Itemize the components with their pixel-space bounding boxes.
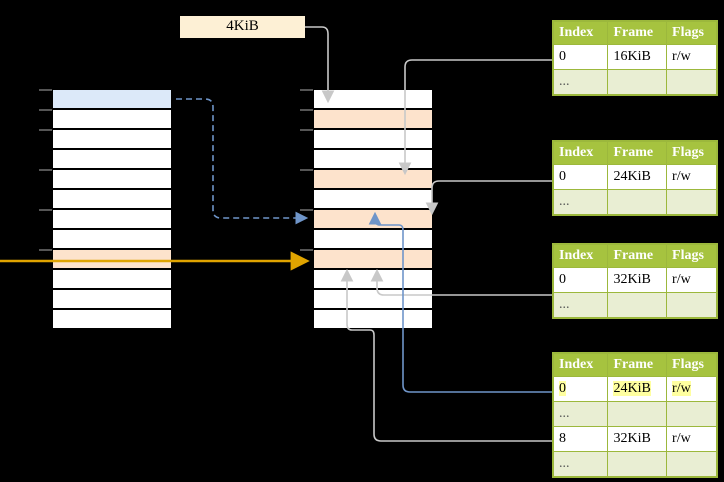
table-row[interactable]: ... xyxy=(552,189,717,215)
cell-flags xyxy=(666,292,717,318)
column-header-index: Index xyxy=(552,21,609,45)
cell-frame xyxy=(607,451,668,477)
grid-cell[interactable] xyxy=(313,189,433,209)
cell-flags xyxy=(666,189,717,215)
cell-index: ... xyxy=(552,69,609,95)
grid-cell[interactable] xyxy=(313,89,433,109)
grid-cell[interactable] xyxy=(313,169,433,189)
cell-flags xyxy=(666,69,717,95)
grid-cell[interactable] xyxy=(52,109,172,129)
cell-frame xyxy=(607,69,668,95)
column-header-index: Index xyxy=(552,141,609,165)
cell-index: 0 xyxy=(552,267,609,293)
cell-frame xyxy=(607,189,668,215)
grid-cell[interactable] xyxy=(313,289,433,309)
cell-index: ... xyxy=(552,292,609,318)
grid-cell[interactable] xyxy=(52,269,172,289)
cell-index: 8 xyxy=(552,426,609,452)
grid-cell[interactable] xyxy=(313,309,433,329)
column-header-frame: Frame xyxy=(607,244,668,268)
grid-cell[interactable] xyxy=(52,129,172,149)
table-row[interactable]: ... xyxy=(552,69,717,95)
grid-cell[interactable] xyxy=(52,169,172,189)
grid-tick xyxy=(39,249,52,251)
cell-flags: r/w xyxy=(666,164,717,190)
cell-frame: 24KiB xyxy=(607,164,668,190)
table-row[interactable]: ... xyxy=(552,292,717,318)
grid-cell[interactable] xyxy=(313,249,433,269)
grid-cell[interactable] xyxy=(52,89,172,109)
grid-tick xyxy=(300,209,313,211)
grid-tick xyxy=(300,89,313,91)
cell-index: ... xyxy=(552,451,609,477)
cell-index: ... xyxy=(552,401,609,427)
cell-frame: 32KiB xyxy=(607,426,668,452)
column-header-flags: Flags xyxy=(666,141,717,165)
column-header-frame: Frame xyxy=(607,353,668,377)
cell-flags: r/w xyxy=(666,426,717,452)
cell-frame: 32KiB xyxy=(607,267,668,293)
cell-index: 0 xyxy=(552,44,609,70)
grid-tick xyxy=(300,169,313,171)
grid-tick xyxy=(300,129,313,131)
cell-frame xyxy=(607,401,668,427)
grid-tick xyxy=(39,169,52,171)
grid-tick xyxy=(39,89,52,91)
column-header-flags: Flags xyxy=(666,244,717,268)
cell-flags xyxy=(666,401,717,427)
cell-frame: 16KiB xyxy=(607,44,668,70)
grid-cell[interactable] xyxy=(52,229,172,249)
grid-cell[interactable] xyxy=(313,229,433,249)
grid-cell[interactable] xyxy=(52,189,172,209)
grid-tick xyxy=(39,209,52,211)
cell-flags xyxy=(666,451,717,477)
grid-tick xyxy=(39,129,52,131)
column-header-frame: Frame xyxy=(607,141,668,165)
grid-cell[interactable] xyxy=(313,109,433,129)
cell-index: ... xyxy=(552,189,609,215)
grid-tick xyxy=(39,109,52,111)
cell-flags: r/w xyxy=(666,44,717,70)
cell-frame xyxy=(607,292,668,318)
column-header-index: Index xyxy=(552,244,609,268)
column-header-flags: Flags xyxy=(666,353,717,377)
grid-cell[interactable] xyxy=(52,309,172,329)
grid-cell[interactable] xyxy=(313,149,433,169)
column-header-flags: Flags xyxy=(666,21,717,45)
column-header-frame: Frame xyxy=(607,21,668,45)
page-directory-grid xyxy=(39,89,172,329)
column-header-index: Index xyxy=(552,353,609,377)
cell-flags: r/w xyxy=(666,267,717,293)
grid-cell[interactable] xyxy=(313,269,433,289)
grid-cell[interactable] xyxy=(52,149,172,169)
cell-index: 0 xyxy=(552,164,609,190)
cell-frame: 24KiB xyxy=(607,376,668,402)
size-label-4kib: 4KiB xyxy=(180,16,305,38)
grid-tick xyxy=(300,249,313,251)
table-row[interactable]: ... xyxy=(552,401,717,427)
grid-cell[interactable] xyxy=(313,129,433,149)
cell-index: 0 xyxy=(552,376,609,402)
grid-cell[interactable] xyxy=(52,289,172,309)
grid-tick xyxy=(300,109,313,111)
grid-cell[interactable] xyxy=(52,209,172,229)
page-table-grid xyxy=(300,89,433,329)
table-row[interactable]: ... xyxy=(552,451,717,477)
grid-cell[interactable] xyxy=(52,249,172,269)
grid-cell[interactable] xyxy=(313,209,433,229)
cell-flags: r/w xyxy=(666,376,717,402)
